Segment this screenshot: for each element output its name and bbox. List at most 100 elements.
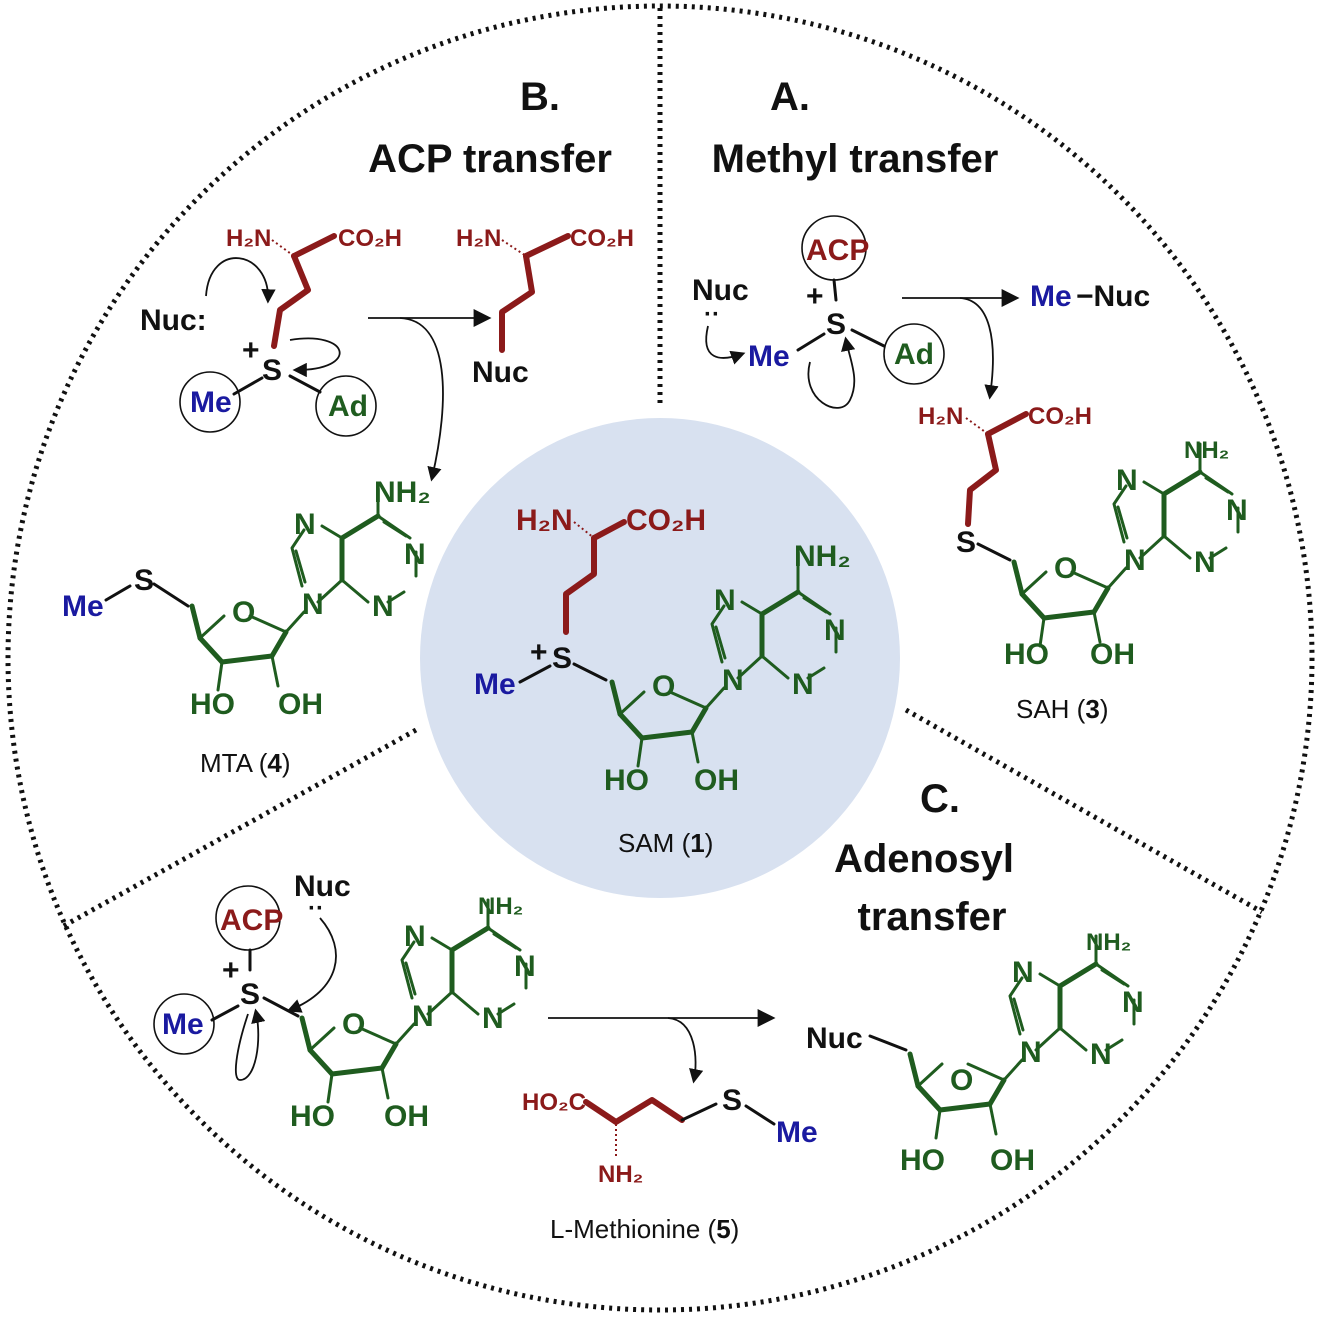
labels-co2h-text: CO₂H xyxy=(338,225,402,252)
sam-structure: H₂N CO₂H + S Me O N N N N NH₂ HO OH xyxy=(474,504,851,797)
labels-s-text: S xyxy=(240,978,260,1011)
labels-ho-text: HO xyxy=(604,764,649,797)
labels-n-text: N xyxy=(1124,544,1146,577)
labels-ho-text: HO xyxy=(290,1100,335,1133)
labels-lone-pair-text: ·· xyxy=(704,301,720,328)
labels-n-text: N xyxy=(412,1000,434,1033)
compounds-mta-close-text: ) xyxy=(282,748,291,778)
labels-n-text: N xyxy=(824,614,846,647)
labels-n-text: N xyxy=(1226,494,1248,527)
sah-label: SAH (3) xyxy=(1016,694,1108,724)
labels-nh2-text: NH₂ xyxy=(794,540,851,573)
compounds-mta-name-text: MTA ( xyxy=(200,748,268,778)
labels-plus-text: + xyxy=(530,636,548,669)
labels-me-nuc-dash-text: −Nuc xyxy=(1076,280,1150,313)
labels-nh2-text: NH₂ xyxy=(598,1161,643,1188)
labels-s-text: S xyxy=(552,642,572,675)
section-c-title-2: transfer xyxy=(858,895,1007,939)
labels-h2n-text: H₂N xyxy=(918,403,963,430)
labels-me-text: Me xyxy=(190,386,232,419)
methionine-label: L-Methionine (5) xyxy=(550,1214,739,1244)
compounds-sam-close-text: ) xyxy=(705,828,714,858)
labels-nh2-text: NH₂ xyxy=(478,893,523,920)
labels-lone-pair-text: ·· xyxy=(308,895,324,922)
labels-s-text: S xyxy=(134,564,154,597)
labels-s-text: S xyxy=(262,354,282,387)
labels-n-text: N xyxy=(792,668,814,701)
labels-n-text: N xyxy=(372,590,394,623)
labels-oh-text: OH xyxy=(384,1100,429,1133)
compounds-sam-num-text: 1 xyxy=(690,828,704,858)
labels-nuc-text: Nuc xyxy=(806,1022,863,1055)
labels-n-text: N xyxy=(1090,1038,1112,1071)
labels-nuc-colon-text: Nuc: xyxy=(140,304,207,337)
labels-me-text: Me xyxy=(776,1116,818,1149)
labels-s-text: S xyxy=(956,526,976,559)
labels-o-text: O xyxy=(342,1008,365,1041)
compounds-mta-num-text: 4 xyxy=(267,748,282,778)
labels-n-text: N xyxy=(1020,1036,1042,1069)
compounds-sah-close-text: ) xyxy=(1100,694,1109,724)
labels-me-text: Me xyxy=(1030,280,1072,313)
labels-me-text: Me xyxy=(748,340,790,373)
labels-me-text: Me xyxy=(162,1008,204,1041)
section-c-letter: C. xyxy=(920,777,960,821)
labels-nuc-text: Nuc xyxy=(294,870,351,903)
labels-me-text: Me xyxy=(62,590,104,623)
labels-n-text: N xyxy=(714,584,736,617)
labels-co2h-text: CO₂H xyxy=(1028,403,1092,430)
sam-label: SAM (1) xyxy=(618,828,713,858)
section-b-letter: B. xyxy=(520,75,560,119)
labels-nh2-text: NH₂ xyxy=(374,476,431,509)
sah-structure: H₂N CO₂H S O N N N N NH₂ HO OH xyxy=(918,403,1248,671)
labels-oh-text: OH xyxy=(278,688,323,721)
labels-plus-text: + xyxy=(222,954,240,987)
mta-structure: Me S O N N N N NH₂ HO OH xyxy=(62,476,431,721)
labels-o-text: O xyxy=(950,1064,973,1097)
labels-plus-text: + xyxy=(242,334,260,367)
compounds-sah-name-text: SAH ( xyxy=(1016,694,1086,724)
labels-co2h-text: CO₂H xyxy=(626,504,706,537)
mta-label: MTA (4) xyxy=(200,748,291,778)
labels-o-text: O xyxy=(652,670,675,703)
section-b-scheme: H₂N CO₂H Nuc: + S Me Ad H₂N CO₂H Nuc xyxy=(140,225,634,482)
labels-n-text: N xyxy=(404,538,426,571)
section-b-title: ACP transfer xyxy=(368,137,612,181)
labels-nh2-text: NH₂ xyxy=(1184,437,1229,464)
section-a-title: Methyl transfer xyxy=(712,137,999,181)
labels-n-text: N xyxy=(722,664,744,697)
labels-ho-text: HO xyxy=(900,1144,945,1177)
compounds-sah-num-text: 3 xyxy=(1085,694,1099,724)
compounds-met-name-text: L-Methionine ( xyxy=(550,1214,717,1244)
labels-ad-text: Ad xyxy=(894,338,934,371)
center-circle xyxy=(420,418,900,898)
labels-n-text: N xyxy=(302,588,324,621)
section-c-title-1: Adenosyl xyxy=(834,837,1014,881)
labels-oh-text: OH xyxy=(990,1144,1035,1177)
labels-acp-text: ACP xyxy=(220,904,283,937)
labels-o-text: O xyxy=(232,596,255,629)
nuc-adenosine-structure: Nuc O N N N N NH₂ HO OH xyxy=(806,929,1144,1177)
methionine-structure: HO₂C NH₂ S Me xyxy=(522,1084,818,1188)
labels-ho-text: HO xyxy=(1004,638,1049,671)
labels-n-text: N xyxy=(404,920,426,953)
labels-plus-text: + xyxy=(806,280,824,313)
section-a-letter: A. xyxy=(770,75,810,119)
labels-o-text: O xyxy=(1054,552,1077,585)
labels-nuc-text: Nuc xyxy=(692,274,749,307)
labels-ho2c-text: HO₂C xyxy=(522,1089,586,1116)
labels-s-text: S xyxy=(722,1084,742,1117)
compounds-met-close-text: ) xyxy=(731,1214,740,1244)
labels-nh2-text: NH₂ xyxy=(1086,929,1131,956)
compounds-sam-name-text: SAM ( xyxy=(618,828,691,858)
labels-n-text: N xyxy=(482,1002,504,1035)
labels-h2n-text: H₂N xyxy=(226,225,271,252)
labels-oh-text: OH xyxy=(1090,638,1135,671)
labels-oh-text: OH xyxy=(694,764,739,797)
labels-h2n-text: H₂N xyxy=(456,225,501,252)
labels-ad-text: Ad xyxy=(328,390,368,423)
section-c-scheme: ACP + S Me Nuc ·· O N N N N NH₂ HO OH xyxy=(153,870,776,1133)
labels-h2n-text: H₂N xyxy=(516,504,573,537)
labels-n-text: N xyxy=(514,950,536,983)
